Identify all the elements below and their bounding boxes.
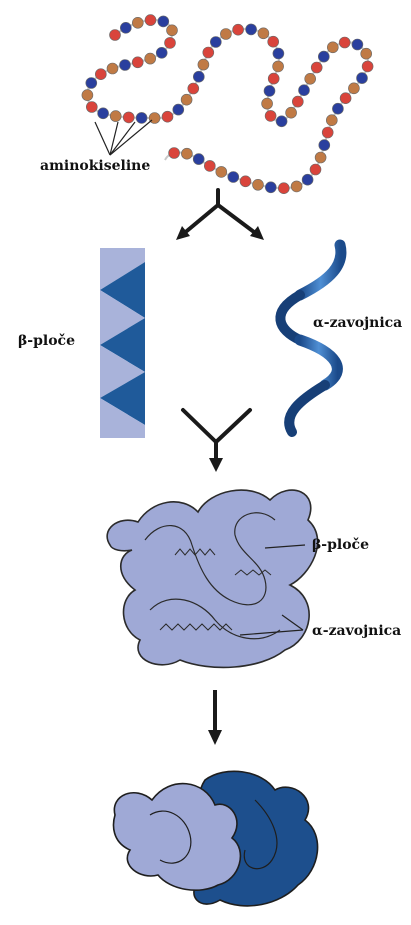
amino-acid-bead <box>264 85 275 96</box>
tertiary-beta-sheet-label: β-ploče <box>312 537 369 553</box>
amino-acid-bead <box>276 116 287 127</box>
amino-acid-bead <box>268 73 279 84</box>
amino-acid-bead <box>327 42 338 53</box>
alpha-helix-label: α-zavojnica <box>313 315 402 331</box>
amino-acids-label: aminokiseline <box>40 158 150 174</box>
merge-arrow-head <box>209 458 223 472</box>
amino-acid-bead <box>340 93 351 104</box>
amino-acid-chain: aminokiseline <box>40 15 373 194</box>
alpha-helix <box>280 245 341 432</box>
amino-acid-bead <box>286 107 297 118</box>
amino-acid-bead <box>262 98 273 109</box>
amino-acid-bead <box>265 110 276 121</box>
amino-acid-bead <box>145 15 156 26</box>
split-arrow <box>182 190 258 235</box>
amino-acid-bead <box>322 127 333 138</box>
amino-acid-bead <box>132 57 143 68</box>
amino-acid-bead <box>352 39 363 50</box>
amino-acid-bead <box>318 51 329 62</box>
amino-acid-bead <box>210 37 221 48</box>
amino-acid-bead <box>278 183 289 194</box>
amino-acid-pointer-lines <box>95 120 152 155</box>
amino-acid-bead <box>315 152 326 163</box>
amino-acid-bead <box>233 24 244 35</box>
quaternary-structure <box>114 771 318 906</box>
amino-acid-bead <box>110 30 121 41</box>
amino-acid-bead <box>162 111 173 122</box>
amino-acid-bead <box>302 174 313 185</box>
amino-acid-bead <box>291 181 302 192</box>
amino-acid-bead <box>158 16 169 27</box>
amino-acid-bead <box>310 164 321 175</box>
amino-acid-bead <box>156 47 167 58</box>
amino-acid-bead <box>120 60 131 71</box>
amino-acid-bead <box>265 182 276 193</box>
amino-acid-bead <box>348 83 359 94</box>
tertiary-alpha-helix-label: α-zavojnica <box>312 623 401 639</box>
amino-acid-bead <box>136 112 147 123</box>
amino-acid-bead <box>220 29 231 40</box>
amino-acid-bead <box>82 90 93 101</box>
amino-acid-bead <box>193 71 204 82</box>
amino-acid-bead <box>204 160 215 171</box>
amino-acid-bead <box>169 148 180 159</box>
amino-acid-bead <box>319 140 330 151</box>
amino-acid-bead <box>132 17 143 28</box>
amino-acid-bead <box>86 78 97 89</box>
amino-acid-bead <box>167 25 178 36</box>
amino-acid-bead <box>86 102 97 113</box>
amino-acid-bead <box>165 37 176 48</box>
amino-acid-bead <box>273 48 284 59</box>
amino-acid-bead <box>305 73 316 84</box>
beta-sheet-label: β-ploče <box>18 333 75 349</box>
amino-acid-bead <box>123 112 134 123</box>
amino-acid-bead <box>188 83 199 94</box>
amino-acid-bead <box>193 154 204 165</box>
amino-acid-bead <box>228 172 239 183</box>
amino-acid-bead <box>149 113 160 124</box>
amino-acid-bead <box>332 103 343 114</box>
merge-arrow <box>183 410 250 458</box>
amino-acid-bead <box>361 48 372 59</box>
amino-acid-bead <box>98 108 109 119</box>
amino-acid-bead <box>362 61 373 72</box>
amino-acid-bead <box>268 36 279 47</box>
amino-acid-bead <box>216 166 227 177</box>
amino-acid-bead <box>273 61 284 72</box>
amino-acid-bead <box>246 24 257 35</box>
amino-acid-bead <box>240 176 251 187</box>
amino-acid-bead <box>299 85 310 96</box>
amino-acid-bead <box>253 179 264 190</box>
amino-acid-bead <box>292 96 303 107</box>
tertiary-structure <box>107 490 317 667</box>
beta-sheet <box>100 248 145 438</box>
amino-acid-bead <box>326 115 337 126</box>
amino-acid-bead <box>120 22 131 33</box>
amino-acid-bead <box>258 28 269 39</box>
amino-acid-bead <box>339 37 350 48</box>
amino-acid-bead <box>311 62 322 73</box>
amino-acid-bead <box>181 148 192 159</box>
amino-acid-bead <box>95 69 106 80</box>
amino-acid-bead <box>145 53 156 64</box>
amino-acid-bead <box>198 59 209 70</box>
amino-acid-bead <box>173 104 184 115</box>
amino-acid-bead <box>107 63 118 74</box>
amino-acid-bead <box>203 47 214 58</box>
down-arrow-head <box>208 730 222 745</box>
amino-acid-bead <box>357 73 368 84</box>
amino-acid-bead <box>110 111 121 122</box>
amino-acid-bead <box>181 94 192 105</box>
